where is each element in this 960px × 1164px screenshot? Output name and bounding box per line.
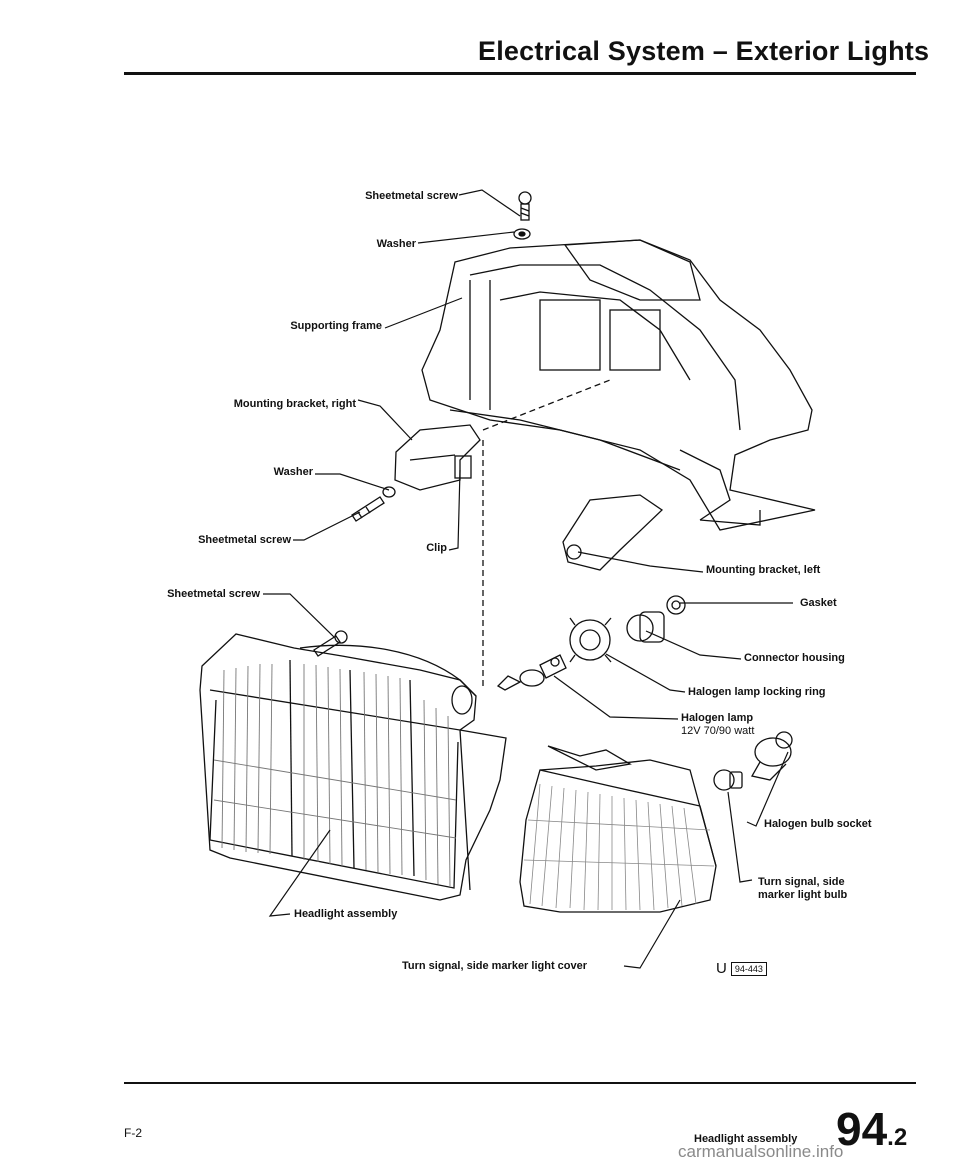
alignment-lines xyxy=(482,379,611,690)
supporting-frame-drawing xyxy=(421,239,816,531)
connector-housing-drawing xyxy=(626,611,665,643)
callout-washer-top: Washer xyxy=(376,238,416,250)
callout-headlight-assembly: Headlight assembly xyxy=(294,908,398,920)
callout-halogen-lamp-locking-ring: Halogen lamp locking ring xyxy=(688,686,826,698)
callout-halogen-lamp-spec: 12V 70/90 watt xyxy=(681,725,755,737)
mounting-bracket-right-drawing xyxy=(394,424,481,491)
footer-section-minor: .2 xyxy=(887,1124,908,1151)
callout-sheetmetal-screw-low: Sheetmetal screw xyxy=(167,588,260,600)
headlight-lens-drawing xyxy=(199,633,507,901)
callout-halogen-lamp: Halogen lamp 12V 70/90 watt xyxy=(681,712,754,738)
leader-lines xyxy=(263,189,793,969)
callout-halogen-lamp-title: Halogen lamp xyxy=(681,712,754,724)
figure-reference-code: 94-443 xyxy=(730,962,767,977)
gasket-drawing xyxy=(666,595,686,615)
footer-section-title: Headlight assembly xyxy=(694,1133,798,1145)
turn-signal-cover-drawing xyxy=(519,745,717,913)
callout-mounting-bracket-left: Mounting bracket, left xyxy=(706,564,821,576)
callout-turn-signal-bulb-line1: Turn signal, side xyxy=(758,876,845,888)
callout-turn-signal-bulb: Turn signal, side marker light bulb xyxy=(758,876,847,902)
callout-washer-mid: Washer xyxy=(273,466,313,478)
watermark-text: carmanualsonline.info xyxy=(678,1142,844,1161)
callout-turn-signal-cover: Turn signal, side marker light cover xyxy=(402,960,588,972)
callout-supporting-frame: Supporting frame xyxy=(290,320,382,332)
headlight-lens-ribs xyxy=(213,663,457,887)
lower-screw-drawing xyxy=(313,630,348,657)
footer-page-code: F-2 xyxy=(124,1126,142,1140)
mid-screw-drawing xyxy=(351,486,396,522)
callout-gasket: Gasket xyxy=(800,597,837,609)
header-rule xyxy=(124,72,916,75)
callout-mounting-bracket-right: Mounting bracket, right xyxy=(233,398,356,410)
callout-clip: Clip xyxy=(426,542,447,554)
turn-signal-bulb-drawing xyxy=(713,769,743,791)
halogen-bulb-socket-drawing xyxy=(750,731,793,781)
callout-halogen-bulb-socket: Halogen bulb socket xyxy=(764,818,872,830)
figure-reference-prefix: U xyxy=(716,960,727,977)
page-title: Electrical System – Exterior Lights xyxy=(478,36,930,66)
locking-ring-drawing xyxy=(569,617,612,663)
callout-turn-signal-bulb-line2: marker light bulb xyxy=(758,889,848,901)
callout-connector-housing: Connector housing xyxy=(744,652,845,664)
turn-signal-cover-ribs xyxy=(523,783,715,911)
callout-sheetmetal-screw-top: Sheetmetal screw xyxy=(365,190,458,202)
top-screw-drawing xyxy=(513,191,532,240)
footer-section-major: 94 xyxy=(836,1103,888,1155)
footer-section-number: 94.2 xyxy=(836,1106,907,1161)
halogen-lamp-drawing xyxy=(496,654,567,691)
footer-rule xyxy=(124,1082,916,1084)
callout-sheetmetal-screw-mid: Sheetmetal screw xyxy=(198,534,291,546)
